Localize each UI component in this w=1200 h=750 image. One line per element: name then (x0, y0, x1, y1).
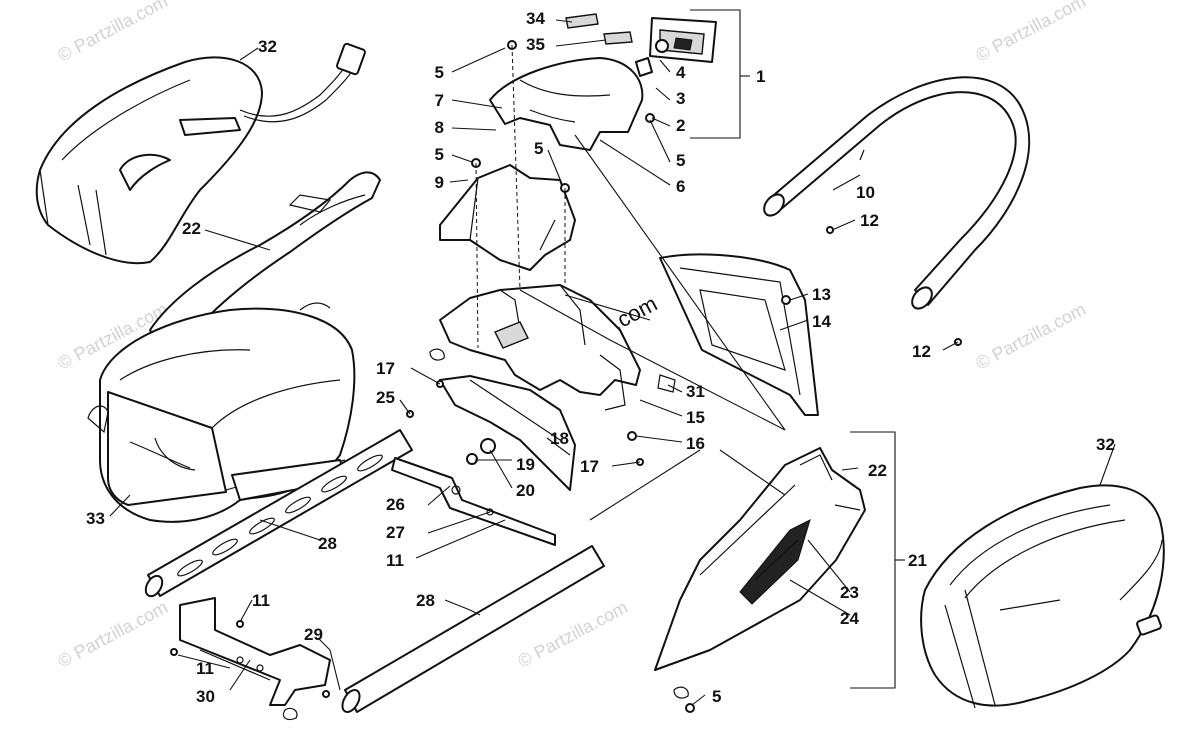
callout-4: 4 (676, 63, 686, 82)
rail-tube-slotted (144, 429, 413, 598)
reference-lines (475, 44, 786, 521)
saddlebag-lower-left (87, 302, 356, 523)
rail-tube-plain (341, 545, 605, 713)
callout-34: 34 (526, 9, 545, 28)
callout-5: 5 (534, 139, 543, 158)
callout-11: 11 (386, 551, 404, 570)
callout-22: 22 (182, 219, 201, 238)
callout-29: 29 (304, 625, 323, 644)
taillight-housing (489, 13, 644, 151)
callout-30: 30 (196, 687, 215, 706)
callout-5: 5 (676, 151, 685, 170)
callout-13: 13 (812, 285, 831, 304)
watermark: © Partzilla.com (54, 0, 170, 66)
mud-flap (439, 375, 576, 491)
callout-28: 28 (416, 591, 435, 610)
rear-fender (439, 284, 641, 411)
grab-handle (763, 76, 1031, 310)
callout-32: 32 (258, 37, 277, 56)
callout-7: 7 (435, 91, 444, 110)
side-cover (659, 253, 819, 416)
taillight-lens (635, 17, 717, 77)
callout-17: 17 (580, 457, 599, 476)
callout-28: 28 (318, 534, 337, 553)
callout-11: 11 (252, 591, 270, 610)
callout-15: 15 (686, 408, 705, 427)
hardware (170, 40, 962, 713)
callout-25: 25 (376, 388, 395, 407)
callout-27: 27 (386, 523, 405, 542)
saddlebag-upper-left (35, 42, 366, 265)
callout-10: 10 (856, 183, 875, 202)
callout-8: 8 (435, 118, 444, 137)
callout-2: 2 (676, 116, 685, 135)
callout-12: 12 (912, 342, 931, 361)
side-panel-right (654, 447, 866, 671)
callout-18: 18 (550, 429, 569, 448)
callout-22: 22 (868, 461, 887, 480)
callout-20: 20 (516, 481, 535, 500)
saddlebag-right (920, 484, 1165, 709)
callout-9: 9 (435, 173, 444, 192)
watermark: © Partzilla.com (972, 0, 1088, 66)
callout-19: 19 (516, 455, 535, 474)
watermark: © Partzilla.com (54, 597, 170, 672)
callout-16: 16 (686, 434, 705, 453)
callout-21: 21 (908, 551, 927, 570)
callout-31: 31 (686, 382, 705, 401)
callout-6: 6 (676, 177, 685, 196)
mount-bracket-lower (179, 597, 331, 721)
callout-12: 12 (860, 211, 879, 230)
callout-33: 33 (86, 509, 105, 528)
callout-5: 5 (712, 687, 721, 706)
watermark: © Partzilla.com (972, 299, 1088, 374)
callout-14: 14 (812, 312, 831, 331)
callout-24: 24 (840, 609, 859, 628)
callout-35: 35 (526, 35, 545, 54)
callout-5: 5 (435, 63, 444, 82)
callout-11: 11 (196, 659, 214, 678)
callout-26: 26 (386, 495, 405, 514)
leader-lines (109, 9, 1116, 706)
mount-plate (439, 164, 576, 271)
callout-labels: 5 7 8 5 9 5 34 35 4 3 2 5 6 1 32 22 10 1… (86, 9, 1115, 706)
callout-23: 23 (840, 583, 859, 602)
callout-32: 32 (1096, 435, 1115, 454)
callout-17: 17 (376, 359, 395, 378)
callout-5: 5 (435, 145, 444, 164)
callout-1: 1 (756, 67, 765, 86)
mount-bracket-upper (391, 457, 556, 546)
callout-3: 3 (676, 89, 685, 108)
